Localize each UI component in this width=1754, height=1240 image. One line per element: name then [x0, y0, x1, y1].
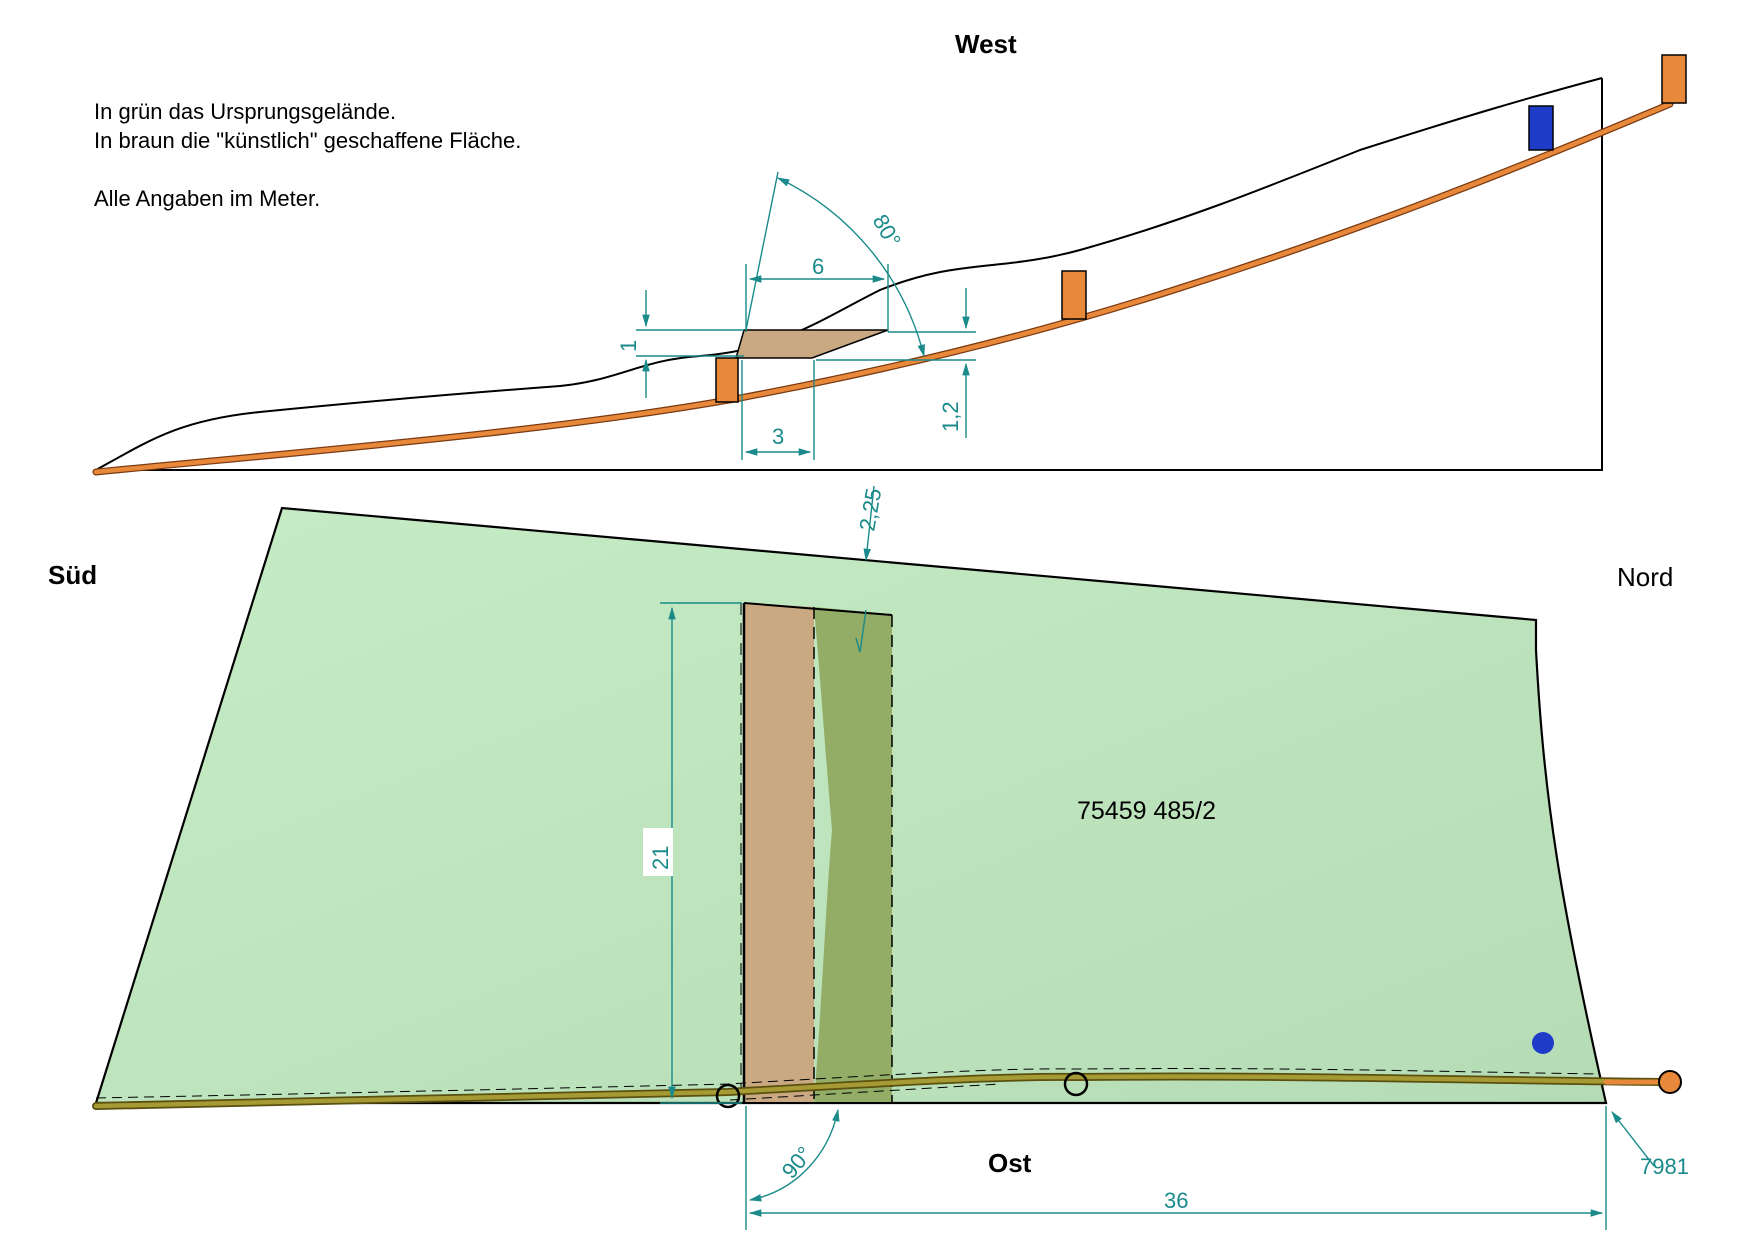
- path-node: [715, 1083, 741, 1109]
- parcel-label: 75459 485/2: [1077, 797, 1217, 825]
- compass-sued: Süd: [48, 560, 98, 590]
- artificial-fill-plan: [744, 603, 814, 1103]
- dim-angle-corner: 90°: [777, 1142, 818, 1184]
- dim-width-bottom: 3: [772, 424, 784, 449]
- post-marker: [1061, 270, 1087, 320]
- post-marker: [715, 357, 739, 403]
- dim-height-step: 1: [616, 340, 641, 352]
- dim-width-top: 6: [812, 254, 824, 279]
- legend-notes: In grün das Ursprungsgelände. In braun d…: [94, 97, 521, 213]
- side-view-frame: [96, 78, 1603, 471]
- dim-offset-top: 2,25: [854, 486, 886, 533]
- original-terrain-profile: [95, 77, 1603, 471]
- legend-brown-note: In braun die "künstlich" geschaffene Flä…: [94, 128, 522, 153]
- dim-depth: 21: [648, 846, 673, 870]
- compass-ost: Ost: [988, 1148, 1032, 1178]
- units-note: Alle Angaben im Meter.: [94, 186, 321, 211]
- dim-height-drop: 1,2: [938, 401, 963, 432]
- dim-length-east: 36: [1164, 1188, 1188, 1213]
- legend-green-note: In grün das Ursprungsgelände.: [94, 99, 397, 124]
- strip-green: [814, 607, 892, 1103]
- path-node: [1658, 1070, 1682, 1094]
- plan-view: 21 2,25 90° 36 7981: [92, 485, 1689, 1230]
- post-marker: [1661, 54, 1687, 104]
- compass-west: West: [955, 29, 1017, 59]
- dim-angle-slope: 80°: [868, 210, 906, 251]
- path-node: [1063, 1071, 1089, 1097]
- artificial-fill-profile: [735, 329, 889, 359]
- blue-marker: [1528, 105, 1554, 151]
- side-view: 6 3 1 1,2 80°: [92, 54, 1687, 476]
- dim-neighbor: 7981: [1640, 1154, 1689, 1179]
- blue-marker-plan: [1532, 1032, 1554, 1054]
- compass-nord: Nord: [1617, 562, 1674, 592]
